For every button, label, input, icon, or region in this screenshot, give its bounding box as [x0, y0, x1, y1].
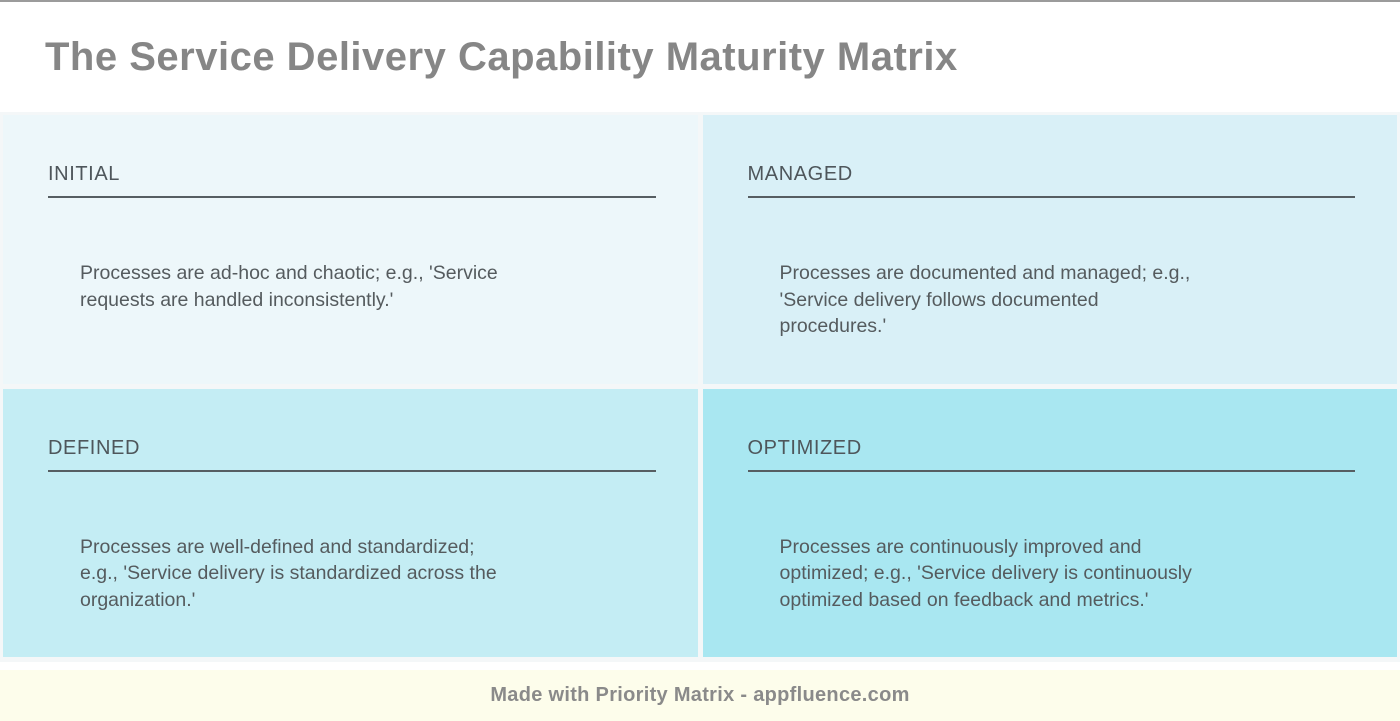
- quadrant-defined-description: Processes are well-defined and standardi…: [80, 535, 497, 611]
- quadrant-optimized-label: OPTIMIZED: [747, 436, 862, 459]
- matrix-container: INITIAL Processes are ad-hoc and chaotic…: [0, 112, 1400, 662]
- footer-credit-text: Made with Priority Matrix - appfluence.c…: [490, 684, 910, 706]
- matrix-grid: INITIAL Processes are ad-hoc and chaotic…: [3, 115, 1397, 657]
- quadrant-initial: INITIAL Processes are ad-hoc and chaotic…: [3, 115, 698, 384]
- footer-gap: [0, 662, 1400, 670]
- quadrant-initial-label: INITIAL: [48, 163, 120, 185]
- quadrant-managed-divider: [747, 196, 1355, 198]
- quadrant-defined-label: DEFINED: [48, 436, 140, 459]
- footer-bar: Made with Priority Matrix - appfluence.c…: [0, 670, 1400, 721]
- quadrant-managed-label: MANAGED: [747, 163, 853, 185]
- header: The Service Delivery Capability Maturity…: [0, 2, 1400, 112]
- quadrant-defined-divider: [48, 469, 656, 472]
- quadrant-initial-divider: [48, 196, 656, 198]
- quadrant-initial-description: Processes are ad-hoc and chaotic; e.g., …: [80, 262, 498, 311]
- quadrant-optimized: OPTIMIZED Processes are continuously imp…: [702, 388, 1397, 657]
- quadrant-optimized-divider: [747, 469, 1355, 472]
- quadrant-defined: DEFINED Processes are well-defined and s…: [3, 388, 698, 657]
- quadrant-managed: MANAGED Processes are documented and man…: [702, 115, 1397, 384]
- quadrant-managed-description: Processes are documented and managed; e.…: [779, 262, 1191, 337]
- quadrant-optimized-description: Processes are continuously improved and …: [779, 535, 1192, 611]
- page-title: The Service Delivery Capability Maturity…: [45, 34, 958, 79]
